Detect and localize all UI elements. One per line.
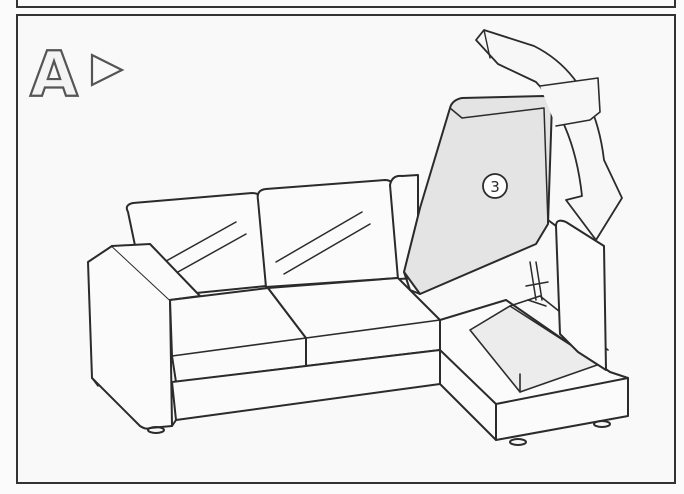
back-cushion-middle [258,180,398,287]
next-arrow-icon [92,55,122,85]
callout-number: 3 [490,178,500,196]
step-letter: A [30,38,78,111]
